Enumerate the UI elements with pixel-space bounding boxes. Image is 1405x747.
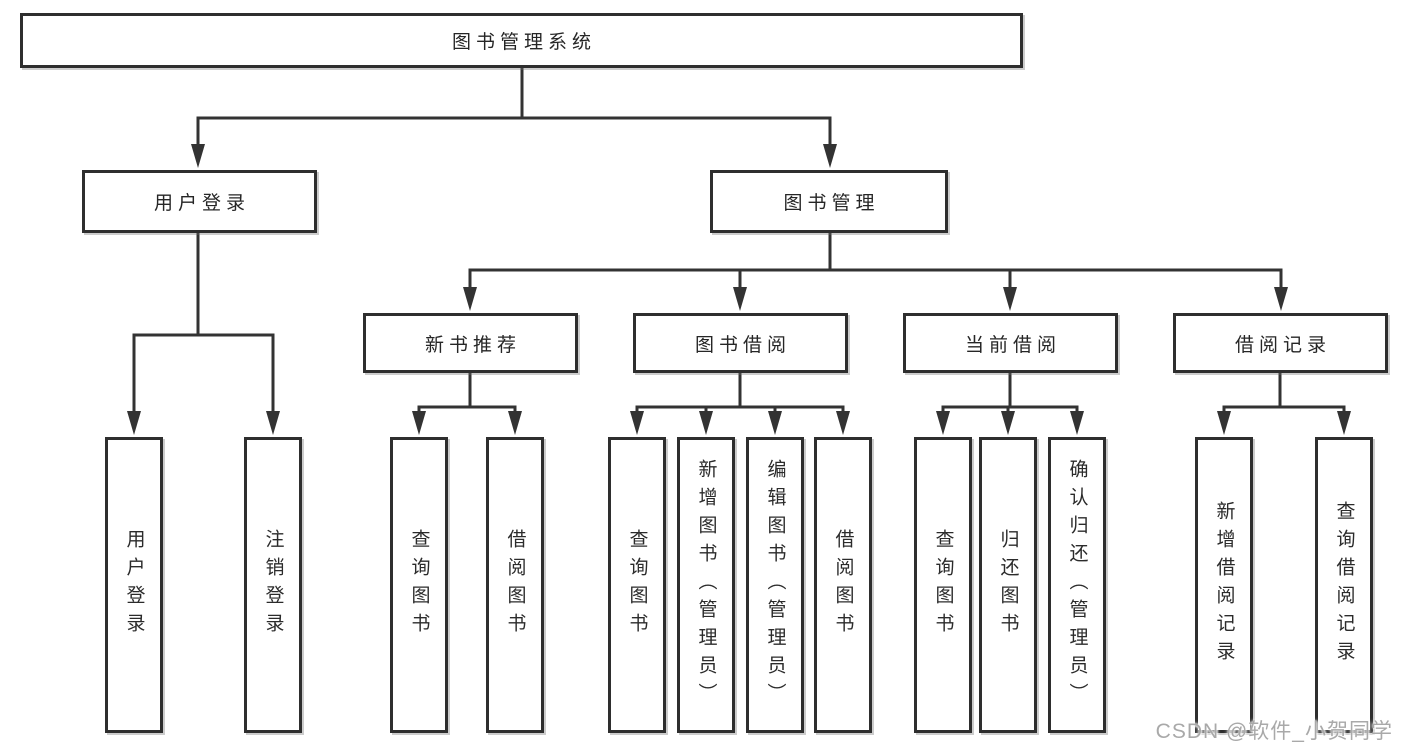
connector-newbooks-to-leaves	[417, 371, 517, 418]
node-leaf-logout: 注销登录	[244, 437, 302, 733]
leaf-label: 编辑图书（管理员）	[764, 459, 786, 711]
node-borrowing-records: 借阅记录	[1173, 313, 1388, 373]
arrowhead-icon	[266, 411, 280, 435]
leaf-label: 新增借阅记录	[1213, 501, 1235, 669]
arrowhead-icon	[1070, 411, 1084, 435]
node-leaf-query-books-recommend: 查询图书	[390, 437, 448, 733]
leaf-label: 查询图书	[408, 529, 430, 641]
node-leaf-confirm-return-admin: 确认归还（管理员）	[1048, 437, 1106, 733]
node-leaf-query-books-borrow: 查询图书	[608, 437, 666, 733]
arrowhead-icon	[1274, 287, 1288, 311]
node-leaf-return-books: 归还图书	[979, 437, 1037, 733]
connector-bookmgmt-to-level3	[468, 231, 1283, 295]
connector-current-to-leaves	[941, 371, 1079, 418]
connector-root-to-level2	[196, 66, 832, 152]
connector-borrow-to-leaves	[635, 371, 845, 418]
arrowhead-icon	[936, 411, 950, 435]
leaf-label: 归还图书	[997, 529, 1019, 641]
arrowhead-icon	[823, 144, 837, 168]
leaf-label: 确认归还（管理员）	[1066, 459, 1088, 711]
node-leaf-borrow-books-recommend: 借阅图书	[486, 437, 544, 733]
arrowhead-icon	[836, 411, 850, 435]
node-leaf-query-borrow-record: 查询借阅记录	[1315, 437, 1373, 733]
leaf-label: 查询借阅记录	[1333, 501, 1355, 669]
node-book-management: 图书管理	[710, 170, 948, 233]
leaf-label: 新增图书（管理员）	[695, 459, 717, 711]
node-leaf-borrow-books: 借阅图书	[814, 437, 872, 733]
connector-userlogin-to-leaves	[132, 231, 275, 418]
leaf-label: 借阅图书	[504, 529, 526, 641]
node-book-borrowing: 图书借阅	[633, 313, 848, 373]
node-leaf-add-borrow-record: 新增借阅记录	[1195, 437, 1253, 733]
node-leaf-user-login: 用户登录	[105, 437, 163, 733]
arrowhead-icon	[191, 144, 205, 168]
arrowhead-icon	[1001, 411, 1015, 435]
arrowhead-icon	[127, 411, 141, 435]
node-current-borrowing: 当前借阅	[903, 313, 1118, 373]
node-new-book-recommend: 新书推荐	[363, 313, 578, 373]
node-leaf-edit-books-admin: 编辑图书（管理员）	[746, 437, 804, 733]
arrowhead-icon	[630, 411, 644, 435]
arrowhead-icon	[699, 411, 713, 435]
csdn-watermark: CSDN @软件_小贺同学	[1155, 720, 1393, 743]
arrowhead-icon	[768, 411, 782, 435]
node-user-login: 用户登录	[82, 170, 317, 233]
node-leaf-query-books-current: 查询图书	[914, 437, 972, 733]
arrowhead-icon	[508, 411, 522, 435]
leaf-label: 注销登录	[262, 529, 284, 641]
arrowhead-icon	[463, 287, 477, 311]
leaf-label: 查询图书	[932, 529, 954, 641]
leaf-label: 借阅图书	[832, 529, 854, 641]
arrowhead-icon	[1003, 287, 1017, 311]
leaf-label: 用户登录	[123, 529, 145, 641]
arrowhead-icon	[1337, 411, 1351, 435]
leaf-label: 查询图书	[626, 529, 648, 641]
arrowhead-icon	[412, 411, 426, 435]
arrowhead-icon	[733, 287, 747, 311]
connector-records-to-leaves	[1222, 371, 1346, 418]
arrowhead-icon	[1217, 411, 1231, 435]
node-system-root: 图书管理系统	[20, 13, 1023, 68]
node-leaf-add-books-admin: 新增图书（管理员）	[677, 437, 735, 733]
